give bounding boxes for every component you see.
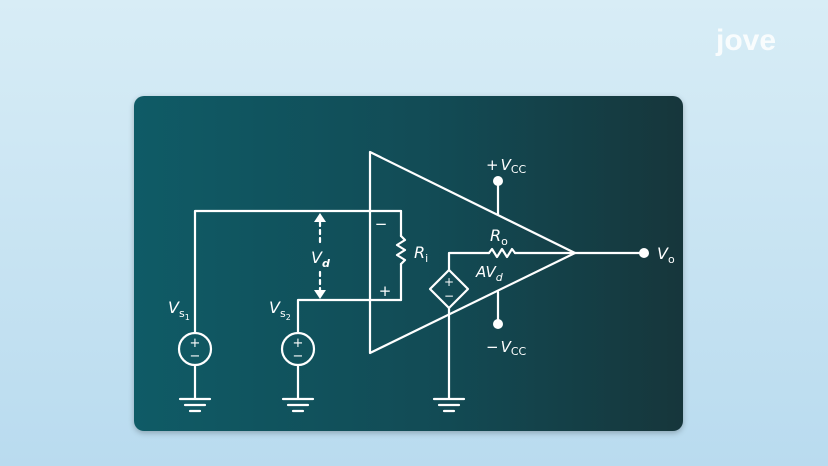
voltage-source-vs1 [177, 331, 213, 367]
vcc-positive-terminal [493, 176, 503, 186]
noninverting-input-sign: + [379, 282, 392, 300]
vs1-minus-sign: − [190, 349, 201, 364]
ground-symbol-1 [178, 397, 212, 413]
avd-label: AVd [475, 263, 504, 284]
ground-symbol-3 [432, 397, 466, 413]
wire-dep-source-ro [447, 251, 491, 272]
vcc-negative-terminal [493, 319, 503, 329]
vd-label: Vd [311, 248, 330, 270]
vs2-plus-sign: + [293, 336, 304, 351]
resistor-ro [487, 247, 517, 259]
vs1-label: Vs1 [168, 298, 190, 322]
vd-arrow-down-icon [314, 290, 326, 299]
vcc-positive-label: +VCC [486, 156, 527, 176]
wire-noninverting-input [296, 298, 403, 334]
resistor-ri [395, 234, 407, 266]
vo-label: Vo [657, 244, 675, 266]
wire-inverting-input [193, 209, 403, 334]
vs1-plus-sign: + [190, 336, 201, 351]
ro-label: Ro [490, 226, 508, 248]
op-amp-triangle [368, 150, 577, 355]
vd-arrow-up-icon [314, 213, 326, 222]
vcc-negative-label: −VCC [486, 338, 527, 358]
dep-source-minus-sign: − [444, 289, 454, 303]
inverting-input-sign: − [375, 215, 388, 233]
jove-logo: jove [716, 24, 777, 57]
ri-label: Ri [414, 243, 428, 265]
vs2-label: Vs2 [269, 298, 291, 322]
diagram-panel [134, 96, 683, 431]
dep-source-plus-sign: + [444, 275, 454, 289]
output-terminal [639, 248, 649, 258]
voltage-source-vs2 [280, 331, 316, 367]
vs2-minus-sign: − [293, 349, 304, 364]
ground-symbol-2 [281, 397, 315, 413]
